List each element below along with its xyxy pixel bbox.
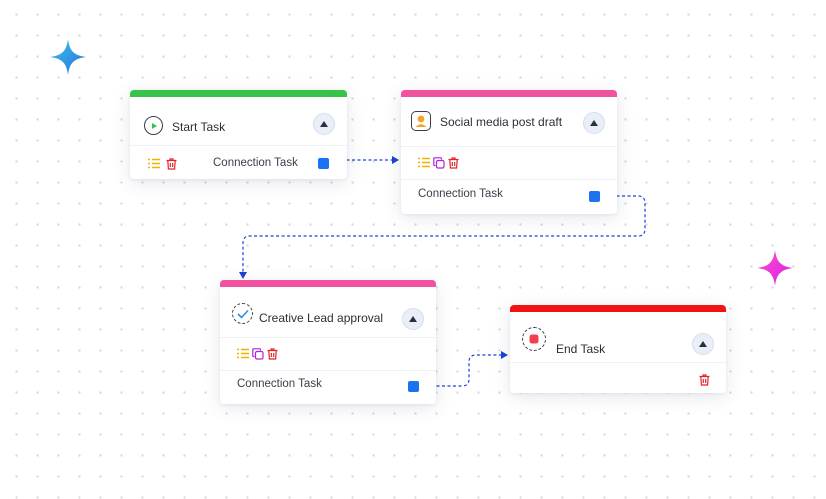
start-node-title: Start Task xyxy=(172,120,226,134)
user-avatar-icon xyxy=(411,111,431,131)
social-connection-port[interactable] xyxy=(589,191,600,202)
approval-connection-port[interactable] xyxy=(408,381,419,392)
play-icon xyxy=(144,116,163,135)
chevron-up-icon xyxy=(409,315,417,322)
approval-connection-label: Connection Task xyxy=(237,378,322,390)
end-task-node[interactable]: End Task xyxy=(510,305,726,393)
trash-icon[interactable] xyxy=(698,373,711,386)
creative-approval-node[interactable]: Creative Lead approval Connection Task xyxy=(220,280,436,404)
chevron-up-icon xyxy=(699,340,707,347)
end-node-title: End Task xyxy=(556,342,606,356)
stop-icon xyxy=(522,327,546,351)
approval-node-header: Creative Lead approval xyxy=(220,287,436,338)
start-node-actions xyxy=(147,157,178,170)
trash-icon[interactable] xyxy=(165,157,178,170)
approval-collapse-button[interactable] xyxy=(402,308,424,330)
approval-node-title: Creative Lead approval xyxy=(259,311,384,325)
social-divider xyxy=(401,179,617,180)
chevron-up-icon xyxy=(590,119,598,126)
list-icon[interactable] xyxy=(236,347,249,360)
social-node-actions xyxy=(417,156,460,169)
social-media-node[interactable]: Social media post draft Connection Task xyxy=(401,90,617,214)
social-collapse-button[interactable] xyxy=(583,112,605,134)
check-icon xyxy=(232,303,253,324)
sparkle-blue-icon xyxy=(50,39,86,75)
list-icon[interactable] xyxy=(417,156,430,169)
approval-node-actions xyxy=(236,347,279,360)
social-node-header: Social media post draft xyxy=(401,97,617,147)
sparkle-pink-icon xyxy=(757,250,793,286)
copy-icon[interactable] xyxy=(251,347,264,360)
trash-icon[interactable] xyxy=(266,347,279,360)
start-connection-label: Connection Task xyxy=(213,157,298,169)
approval-color-bar xyxy=(220,280,436,287)
end-color-bar xyxy=(510,305,726,312)
start-color-bar xyxy=(130,90,347,97)
approval-divider xyxy=(220,370,436,371)
start-connection-port[interactable] xyxy=(318,158,329,169)
end-node-header: End Task xyxy=(510,312,726,363)
chevron-up-icon xyxy=(320,120,328,127)
social-node-title: Social media post draft xyxy=(440,115,563,129)
end-collapse-button[interactable] xyxy=(692,333,714,355)
copy-icon[interactable] xyxy=(432,156,445,169)
social-connection-label: Connection Task xyxy=(418,188,503,200)
start-task-node[interactable]: Start Task Connection Task xyxy=(130,90,347,179)
social-color-bar xyxy=(401,90,617,97)
end-node-actions xyxy=(698,373,711,386)
trash-icon[interactable] xyxy=(447,156,460,169)
start-node-header: Start Task xyxy=(130,97,347,146)
start-collapse-button[interactable] xyxy=(313,113,335,135)
list-icon[interactable] xyxy=(147,157,160,170)
